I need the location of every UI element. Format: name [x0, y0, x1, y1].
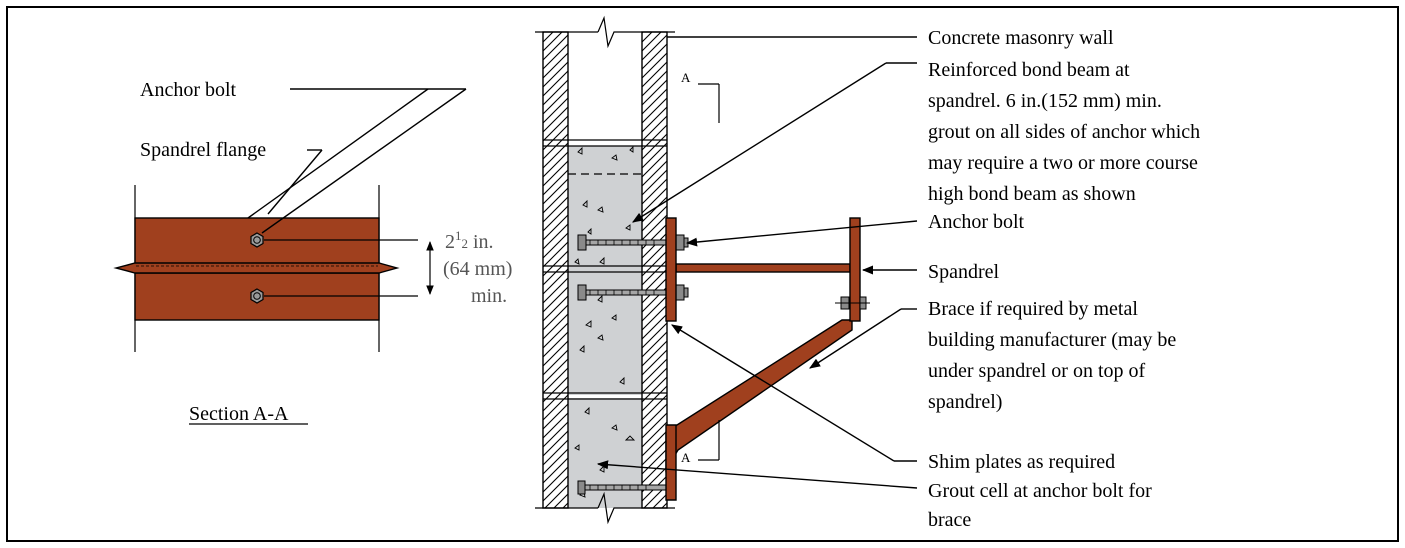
section-title: Section A-A: [189, 403, 289, 425]
anchor-bolt-head-upper: [250, 232, 264, 248]
callout-bond-beam-line-4: may require a two or more course: [928, 152, 1198, 174]
callout-grout-cell-line-2: brace: [928, 509, 971, 531]
dimension-label: 212 in.: [445, 228, 494, 253]
callout-brace-line-4: spandrel): [928, 391, 1002, 413]
callout-grout-cell-line-1: Grout cell at anchor bolt for: [928, 480, 1152, 502]
grout-aggregate-marks: [574, 145, 636, 498]
callout-leaders: [596, 36, 918, 489]
dimension-metric-label: (64 mm): [443, 258, 512, 280]
callout-brace-line-1: Brace if required by metal: [928, 298, 1138, 320]
drawing-border: [6, 6, 1399, 542]
section-break-line: [113, 262, 400, 274]
section-mark-bottom: A: [681, 450, 691, 465]
anchor-bolt-upper: [577, 234, 689, 251]
callout-spandrel: Spandrel: [928, 261, 1000, 283]
anchor-bolts-wall: [577, 234, 689, 495]
anchor-bolt-head-lower: [250, 288, 264, 304]
spandrel-flange-outer: [849, 217, 861, 322]
wall-face-shell-left: [542, 31, 569, 509]
section-a-a-view: [113, 88, 467, 352]
callout-anchor-bolt: Anchor bolt: [928, 211, 1025, 233]
dimension-min-label: min.: [471, 285, 507, 307]
spandrel-flange-wall: [665, 217, 677, 322]
section-spandrel-flange-label: Spandrel flange: [140, 139, 266, 161]
masonry-wall: [535, 15, 675, 525]
section-cut-marks: [698, 83, 720, 461]
callout-bond-beam-line-5: high bond beam as shown: [928, 183, 1136, 205]
callout-bond-beam-line-2: spandrel. 6 in.(152 mm) min.: [928, 90, 1162, 112]
grout-bond-beam: [568, 146, 642, 395]
spandrel-member: [665, 217, 870, 501]
callout-brace-line-3: under spandrel or on top of: [928, 360, 1146, 382]
anchor-bolt-lower: [577, 284, 689, 301]
callout-bond-beam-line-3: grout on all sides of anchor which: [928, 121, 1200, 143]
wall-face-shell-right: [641, 31, 668, 509]
callout-brace-line-2: building manufacturer (may be: [928, 329, 1176, 351]
section-mark-top: A: [681, 70, 691, 85]
callout-bond-beam-line-1: Reinforced bond beam at: [928, 59, 1130, 81]
brace-member: [665, 319, 853, 473]
callout-shim-plates: Shim plates as required: [928, 451, 1115, 473]
section-anchor-bolt-label: Anchor bolt: [140, 79, 237, 101]
callout-concrete-masonry-wall: Concrete masonry wall: [928, 27, 1114, 49]
